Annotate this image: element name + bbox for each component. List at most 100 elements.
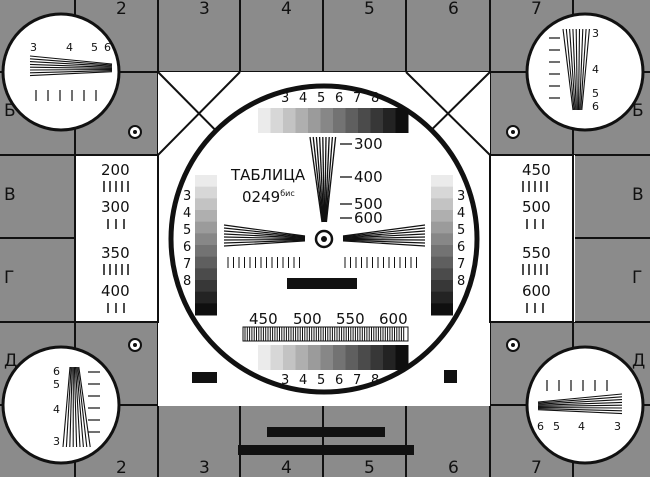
right-gray-step [431,186,453,199]
bottom-gray-step-label: 7 [353,373,362,388]
bottom-gray-step [258,345,271,370]
vertical-wedge-line [325,136,334,223]
vertical-wedge-label: 300 [354,135,383,153]
right-gray-step [431,256,453,269]
right-gray-step-label: 3 [457,189,466,204]
bottom-right-block [444,370,457,383]
left-row-label: Г [4,268,15,288]
right-gray-step-label: 6 [457,240,466,255]
corner-top-left-label: 6 [104,41,111,54]
target-dot [511,130,515,134]
left-horizontal-wedge-line [223,227,306,238]
corner-top-right-wedge [565,28,575,111]
bottom-bar-upper [267,427,385,437]
left-gray-step-label: 6 [183,240,192,255]
corner-top-left-wedge [29,61,113,67]
corner-bottom-right-wedge [537,404,623,407]
left-side-label: 350 [101,244,130,262]
right-gray-step [431,198,453,211]
right-gray-step-label: 5 [457,223,466,238]
corner-bottom-left-label: 3 [53,435,60,448]
target-dot [511,343,515,347]
left-gray-step [195,186,217,199]
left-gray-step [195,233,217,246]
corner-top-right-wedge [572,28,577,111]
right-row-label: Б [632,101,644,121]
corner-bottom-left-wedge [69,366,73,448]
top-gray-step [295,108,309,133]
top-column-label: 3 [199,0,210,19]
card-code: 0249бис [242,190,295,205]
right-gray-step [431,280,453,293]
left-gray-step-label: 4 [183,206,192,221]
corner-bottom-right-wedge [537,401,623,406]
bottom-left-block [192,372,217,383]
top-gray-step-label: 5 [317,91,326,106]
corner-bottom-right-wedge [537,393,623,403]
right-gray-step [431,291,453,304]
top-column-label: 2 [116,0,127,19]
right-gray-step [431,303,453,316]
left-row-label: В [4,185,16,205]
right-row-label: Д [632,351,646,371]
corner-top-left-wedge [29,55,113,65]
top-gray-step [358,108,371,133]
right-row-label: Г [632,268,643,288]
left-horizontal-wedge-line [223,239,306,244]
corner-top-right-wedge [580,28,587,111]
resolution-strip-label: 500 [293,310,322,328]
corner-top-right-wedge [569,28,576,111]
bottom-gray-step-label: 6 [335,373,344,388]
right-side-label: 450 [522,161,551,179]
target-dot [133,343,137,347]
corner-bottom-right-wedge [537,408,623,412]
top-gray-step [258,108,271,133]
top-gray-step-label: 3 [281,91,290,106]
corner-bottom-left-wedge [78,366,91,448]
corner-top-left-wedge [29,70,113,74]
bottom-gray-step [395,345,409,370]
card-code-number: 0249 [242,188,281,206]
corner-bottom-left-label: 4 [53,403,60,416]
bottom-gray-step [283,345,296,370]
corner-top-left-label: 4 [66,41,73,54]
top-gray-step [320,108,334,133]
left-gray-step [195,221,217,234]
right-gray-step-label: 7 [457,257,466,272]
bottom-gray-step-label: 8 [371,373,380,388]
right-horizontal-wedge-line [342,238,426,241]
vertical-wedge-line [318,136,325,223]
top-gray-step [333,108,346,133]
top-gray-step [383,108,396,133]
corner-bottom-right-wedge [537,406,623,409]
corner-top-right-wedge [577,28,581,111]
bottom-gray-step [358,345,371,370]
corner-circle-bottom-right [525,345,645,465]
corner-top-right-wedge [575,28,578,111]
left-gray-step [195,210,217,223]
top-gray-step [345,108,359,133]
corner-bottom-right-wedge [537,399,623,405]
corner-bottom-left-wedge [73,366,78,448]
vertical-wedge-line [324,136,330,223]
center-patterns [195,108,453,370]
vertical-wedge-line [322,136,325,223]
corner-top-right-wedge [581,28,590,111]
vertical-wedge-line [309,136,323,223]
right-side-label: 500 [522,198,551,216]
right-horizontal-wedge-line [342,239,426,244]
left-horizontal-wedge-line [223,240,306,247]
vertical-wedge-label: 600 [354,209,383,227]
left-gray-step [195,268,217,281]
corner-bottom-left-label: 5 [53,378,60,391]
bottom-gray-step [295,345,309,370]
bottom-gray-step [270,345,284,370]
corner-bottom-left-wedge [76,366,84,448]
left-gray-step-label: 7 [183,257,192,272]
right-gray-step [431,233,453,246]
resolution-strip-label: 600 [379,310,408,328]
corner-top-left-label: 3 [30,41,37,54]
left-gray-step-label: 5 [183,223,192,238]
left-gray-step [195,256,217,269]
left-side-label: 400 [101,282,130,300]
